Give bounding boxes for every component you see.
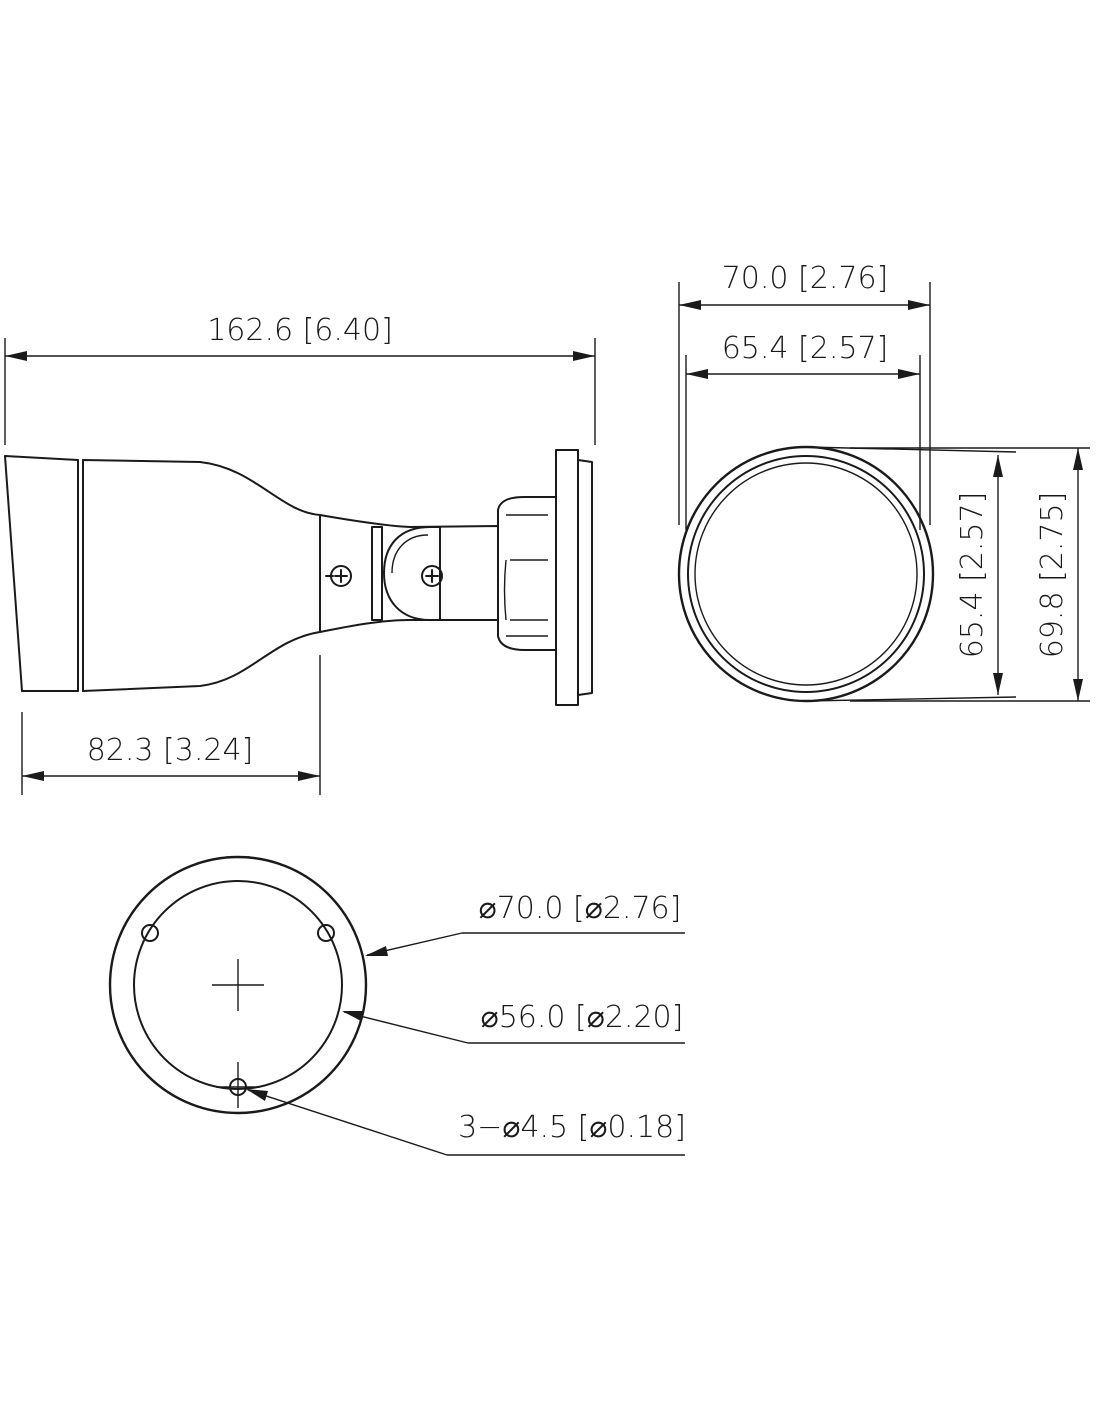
- wall-plate: [555, 449, 579, 706]
- outer-diameter-label: ⌀70.0 [⌀2.76]: [479, 891, 682, 926]
- joint-collar: [371, 526, 383, 621]
- leader-mount-holes: 3−⌀4.5 [⌀0.18]: [246, 1089, 686, 1156]
- mount-hole-icon: [141, 924, 159, 942]
- camera-neck: [319, 514, 499, 633]
- mount-bracket: [497, 496, 557, 651]
- ball-joint: [383, 526, 441, 621]
- inner-height-label: 65.4 [2.57]: [955, 492, 990, 659]
- dimension-barrel-length: 82.3 [3.24]: [21, 655, 321, 795]
- barrel-length-label: 82.3 [3.24]: [87, 733, 254, 768]
- mount-holes-label: 3−⌀4.5 [⌀0.18]: [458, 1110, 686, 1145]
- dimension-outer-width: 70.0 [2.76]: [678, 261, 931, 525]
- inner-lens-circle: [694, 462, 918, 686]
- base-view: ⌀70.0 [⌀2.76] ⌀56.0 [⌀2.20] 3−⌀4.5 [⌀0.1…: [108, 855, 686, 1156]
- dimension-overall-length: 162.6 [6.40]: [4, 313, 596, 445]
- leader-outer-diameter: ⌀70.0 [⌀2.76]: [365, 891, 685, 956]
- side-view: 162.6 [6.40] 82.3 [3.24]: [4, 313, 596, 795]
- inner-diameter-label: ⌀56.0 [⌀2.20]: [481, 1000, 684, 1035]
- overall-length-label: 162.6 [6.40]: [207, 313, 393, 348]
- outer-height-label: 69.8 [2.75]: [1035, 492, 1070, 659]
- leader-inner-diameter: ⌀56.0 [⌀2.20]: [342, 1000, 685, 1044]
- camera-barrel: [82, 459, 321, 692]
- outer-width-label: 70.0 [2.76]: [722, 261, 889, 296]
- outer-shell-circle: [677, 445, 935, 703]
- inner-width-label: 65.4 [2.57]: [722, 331, 889, 366]
- front-view: 70.0 [2.76] 65.4 [2.57] 65.4 [2.57] 69.8…: [677, 261, 1090, 703]
- dimension-outer-height: 69.8 [2.75]: [850, 447, 1090, 702]
- screw-icon: [421, 565, 443, 587]
- dimension-inner-height: 65.4 [2.57]: [955, 455, 1003, 695]
- dimension-inner-width: 65.4 [2.57]: [685, 331, 921, 530]
- mount-hole-icon: [317, 924, 335, 942]
- camera-front-cap: [4, 455, 79, 692]
- lens-ring-circle: [687, 455, 925, 693]
